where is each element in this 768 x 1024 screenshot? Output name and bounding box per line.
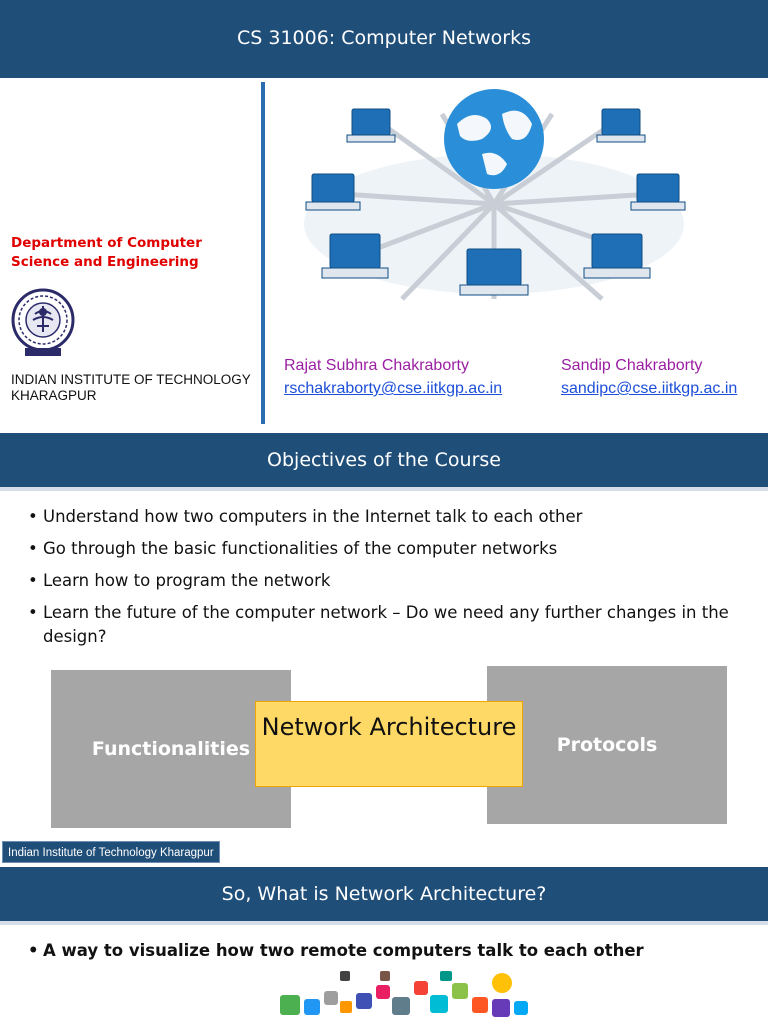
network-architecture-title-bar: So, What is Network Architecture? bbox=[0, 867, 768, 925]
course-title: CS 31006: Computer Networks bbox=[237, 27, 531, 49]
networked-globe-laptops-image bbox=[282, 84, 706, 324]
slide-footer: Indian Institute of Technology Kharagpur bbox=[2, 841, 220, 863]
objective-item: Understand how two computers in the Inte… bbox=[28, 505, 758, 529]
network-architecture-label: Network Architecture bbox=[261, 713, 517, 741]
iit-kharagpur-logo bbox=[11, 288, 75, 356]
objectives-title-bar: Objectives of the Course bbox=[0, 433, 768, 491]
protocols-box: Protocols bbox=[487, 666, 727, 824]
instructor-1: Rajat Subhra Chakraborty rschakraborty@c… bbox=[284, 354, 502, 400]
objectives-list: Understand how two computers in the Inte… bbox=[28, 505, 758, 657]
definition-bullet: A way to visualize how two remote comput… bbox=[28, 939, 644, 963]
objective-item: Learn how to program the network bbox=[28, 569, 758, 593]
objectives-title: Objectives of the Course bbox=[267, 449, 501, 471]
department-name: Department of Computer Science and Engin… bbox=[11, 235, 202, 270]
protocols-label: Protocols bbox=[556, 734, 658, 756]
network-architecture-box: Network Architecture bbox=[255, 701, 523, 787]
course-title-bar: CS 31006: Computer Networks bbox=[0, 0, 768, 82]
title-slide: Department of Computer Science and Engin… bbox=[0, 78, 768, 426]
instructor-1-email-link[interactable]: rschakraborty@cse.iitkgp.ac.in bbox=[284, 380, 503, 397]
network-architecture-slide: A way to visualize how two remote comput… bbox=[0, 921, 768, 1024]
vertical-divider bbox=[261, 82, 265, 424]
app-icons-cloud-image bbox=[280, 971, 528, 1017]
instructor-2: Sandip Chakraborty sandipc@cse.iitkgp.ac… bbox=[561, 354, 737, 400]
objective-item: Go through the basic functionalities of … bbox=[28, 537, 758, 561]
functionalities-box: Functionalities bbox=[51, 670, 291, 828]
network-architecture-title: So, What is Network Architecture? bbox=[221, 883, 547, 905]
institute-name: INDIAN INSTITUTE OF TECHNOLOGY KHARAGPUR bbox=[11, 372, 251, 403]
instructor-1-name: Rajat Subhra Chakraborty bbox=[284, 357, 469, 374]
objective-item: Learn the future of the computer network… bbox=[28, 601, 758, 649]
functionalities-label: Functionalities bbox=[91, 738, 251, 760]
instructor-2-email-link[interactable]: sandipc@cse.iitkgp.ac.in bbox=[561, 380, 738, 397]
instructor-2-name: Sandip Chakraborty bbox=[561, 357, 703, 374]
objectives-slide: Understand how two computers in the Inte… bbox=[0, 487, 768, 867]
